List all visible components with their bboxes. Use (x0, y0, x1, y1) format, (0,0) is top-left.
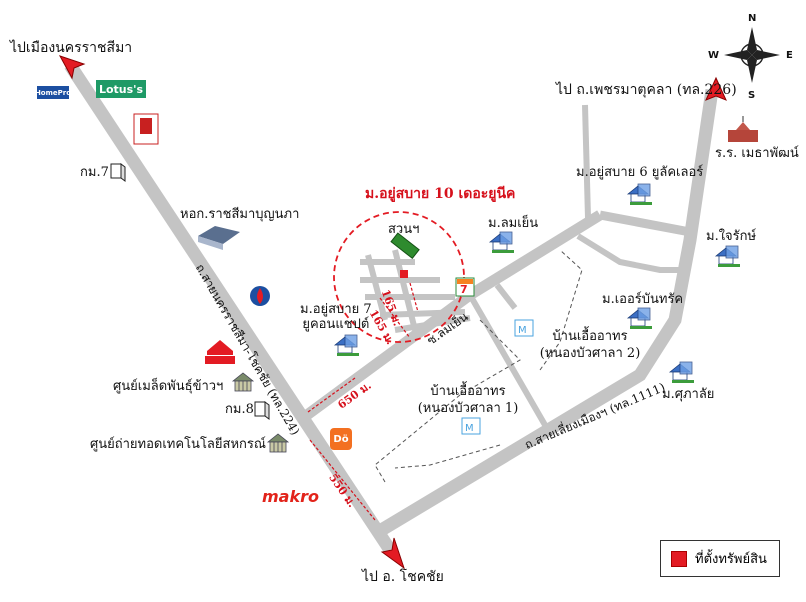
housing-authority-icons: M M (461, 319, 534, 435)
arrow-to-nakhon (58, 55, 86, 80)
kuphalai-label: ม.ศุภาลัย (662, 387, 715, 402)
park-label: สวนฯ (388, 222, 420, 237)
map-legend: ที่ตั้งทรัพย์สิน (660, 540, 780, 577)
government-building-icons (231, 372, 290, 453)
minor-roads (467, 104, 688, 427)
compass-north-label: N (748, 13, 757, 24)
housing1-line2: (หนองบัวศาลา 1) (417, 401, 519, 416)
house-icons (333, 183, 740, 383)
school-label: ร.ร. เมธาพัฒน์ (715, 146, 799, 161)
yusabai7-label: ม.อยู่สบาย 7 ยูคอนแชปต์ (300, 302, 372, 332)
arrow-to-chokchai (380, 537, 405, 570)
destination-nakhon-label: ไปเมืองนครราชสีมา (10, 40, 133, 56)
main-road (64, 61, 396, 554)
dorm-label: หอก.ราชสีมาบุญนภา (180, 207, 300, 222)
tech-center-label: ศูนย์ถ่ายทอดเทคโนโลยีสหกรณ์ (90, 437, 266, 452)
rice-seed-center-label: ศูนย์เมล็ดพันธุ์ข้าวฯ (113, 379, 224, 394)
km8-label: กม.8 (225, 402, 254, 417)
housing2-line1: บ้านเอื้ออาทร (552, 329, 628, 344)
compass-south-label: S (748, 90, 756, 101)
dorm-building-icon (198, 226, 240, 250)
park-area (390, 232, 420, 260)
km7-label: กม.7 (80, 165, 109, 180)
destination-phetchabun-label: ไป ถ.เพชรมาตุคลา (ทล.226) (556, 82, 737, 98)
km-post-icons (110, 163, 270, 420)
compass-east-label: E (786, 50, 793, 61)
distance-markers (307, 282, 419, 521)
homepro-logo: HomePro (35, 86, 71, 99)
housing1-line1: บ้านเอื้ออาทร (430, 384, 506, 399)
subject-marker (400, 270, 408, 278)
subject-title-label: ม.อยู่สบาย 10 เดอะยูนีค (365, 186, 516, 202)
svg-text:M: M (518, 325, 527, 336)
svg-text:7: 7 (460, 283, 468, 296)
compass-rose-icon (724, 27, 780, 83)
jairak-label: ม.ใจรักษ์ (706, 229, 757, 244)
scg-home-logo (205, 337, 235, 365)
school-icon (728, 116, 758, 142)
legend-swatch (671, 550, 687, 567)
lotus-logo: Lotus's (96, 80, 146, 98)
ermanan-label: ม.เออร์บันทรัค (602, 292, 684, 307)
store-icon (133, 113, 159, 145)
yusabai6-label: ม.อยู่สบาย 6 ยูลัคเลอร์ (576, 165, 704, 180)
destination-chokchai-label: ไป อ. โชคชัย (362, 569, 444, 585)
subject-estate-roads (360, 249, 471, 333)
legend-label: ที่ตั้งทรัพย์สิน (695, 552, 767, 567)
dohome-logo: Dö (330, 428, 352, 450)
gas-station-icon (250, 286, 270, 306)
svg-text:M: M (465, 423, 474, 434)
housing2-line2: (หนองบัวศาลา 2) (539, 346, 641, 361)
compass-west-label: W (708, 50, 720, 61)
secondary-road (374, 89, 719, 538)
subject-radius-circle (333, 211, 465, 343)
seven-eleven-icon: 7 (455, 277, 475, 297)
lomyen-label: ม.ลมเย็น (488, 216, 539, 231)
makro-logo: makro (262, 487, 319, 506)
dashed-lanes (374, 249, 583, 483)
arrow-to-phetchabun (705, 76, 727, 101)
